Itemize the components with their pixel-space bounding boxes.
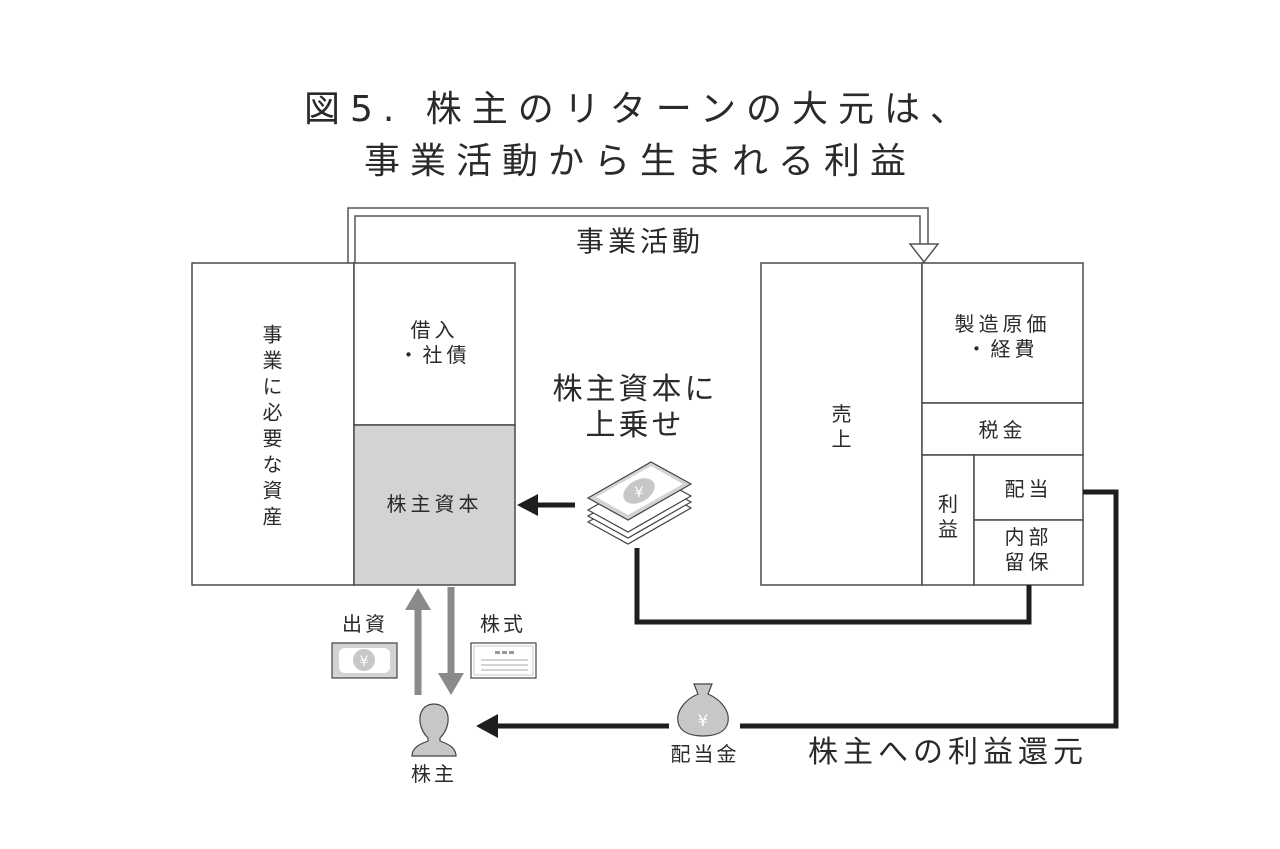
business-activity-arrow bbox=[347, 207, 940, 264]
retained-label: 内部 留保 bbox=[974, 525, 1083, 575]
assets-label: 事業に必要な資産 bbox=[259, 324, 283, 532]
add-to-equity-label-line1: 株主資本に bbox=[552, 372, 718, 407]
dividend-label: 配当 bbox=[1004, 477, 1053, 501]
shareholder-label: 株主 bbox=[411, 762, 457, 786]
profit-label-line2: 益 bbox=[938, 517, 958, 541]
liabilities-label-line1: 借入 bbox=[410, 318, 459, 342]
yen-banknote-icon: ¥ bbox=[331, 642, 398, 679]
equity-label: 株主資本 bbox=[386, 492, 483, 516]
dividend-flow-arrow bbox=[496, 489, 1119, 729]
cost-label-line1: 製造原価 bbox=[954, 312, 1051, 336]
retained-to-equity-flow bbox=[634, 548, 1032, 625]
figure-title-line1: 図5. 株主のリターンの大元は、 bbox=[304, 89, 976, 130]
balance-sheet bbox=[191, 262, 516, 586]
figure-title-line2: 事業活動から生まれる利益 bbox=[363, 141, 916, 182]
investment-arrow bbox=[405, 588, 431, 695]
dividend-money-label: 配当金 bbox=[670, 742, 740, 766]
person-icon bbox=[411, 703, 457, 757]
assets-box bbox=[191, 262, 355, 586]
liabilities-label: 借入 ・社債 bbox=[354, 318, 515, 368]
equity-box bbox=[353, 424, 516, 586]
business-activity-label: 事業活動 bbox=[575, 225, 704, 258]
sales-label: 売 上 bbox=[761, 402, 922, 452]
sales-label-line1: 売 bbox=[831, 402, 852, 426]
profit-box bbox=[921, 454, 975, 586]
sales-label-line2: 上 bbox=[831, 427, 852, 451]
shares-arrow bbox=[438, 587, 464, 695]
profit-label: 利 益 bbox=[922, 492, 974, 542]
sales-box bbox=[760, 262, 923, 586]
retained-label-line2: 留保 bbox=[1004, 550, 1053, 574]
investment-label: 出資 bbox=[342, 612, 388, 636]
return-to-shareholders-label: 株主への利益還元 bbox=[808, 735, 1088, 770]
yen-banknote-stack-icon: ¥ bbox=[586, 461, 693, 545]
svg-text:¥: ¥ bbox=[698, 711, 708, 730]
svg-text:¥: ¥ bbox=[635, 485, 644, 501]
yen-money-bag-icon: ¥ bbox=[677, 683, 729, 737]
add-to-equity-label: 株主資本に 上乗せ bbox=[530, 372, 740, 444]
add-to-equity-label-line2: 上乗せ bbox=[585, 408, 685, 443]
add-to-equity-arrow bbox=[517, 494, 575, 516]
liabilities-label-line2: ・社債 bbox=[398, 343, 471, 367]
retained-label-line1: 内部 bbox=[1004, 525, 1053, 549]
income-statement bbox=[760, 262, 1084, 586]
dividend-arrowhead bbox=[476, 714, 498, 738]
cost-label: 製造原価 ・経費 bbox=[922, 312, 1083, 362]
cost-box bbox=[921, 262, 1084, 404]
stock-certificate-icon bbox=[470, 642, 537, 679]
cost-label-line2: ・経費 bbox=[966, 337, 1039, 361]
tax-label: 税金 bbox=[978, 418, 1027, 442]
liabilities-box bbox=[353, 262, 516, 426]
retained-box bbox=[973, 519, 1084, 586]
shares-label: 株式 bbox=[480, 612, 526, 636]
tax-box bbox=[921, 402, 1084, 456]
svg-text:¥: ¥ bbox=[360, 654, 369, 670]
profit-label-line1: 利 bbox=[938, 492, 958, 516]
